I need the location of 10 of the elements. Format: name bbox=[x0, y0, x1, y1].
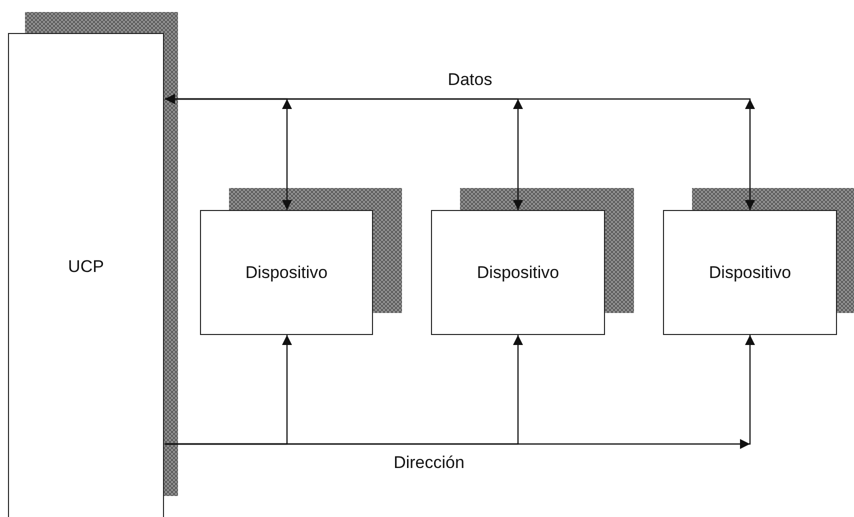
node-label: Dispositivo bbox=[476, 262, 560, 282]
node-label: UCP bbox=[68, 257, 104, 277]
device-box bbox=[663, 210, 837, 335]
cpu-block bbox=[8, 33, 164, 517]
device-box bbox=[200, 210, 373, 335]
device-box bbox=[431, 210, 605, 335]
bus-arrow bbox=[165, 94, 755, 210]
node-label: Dispositivo bbox=[245, 262, 328, 282]
node-label: Dispositivo bbox=[708, 262, 792, 282]
bus-arrow bbox=[165, 335, 755, 449]
